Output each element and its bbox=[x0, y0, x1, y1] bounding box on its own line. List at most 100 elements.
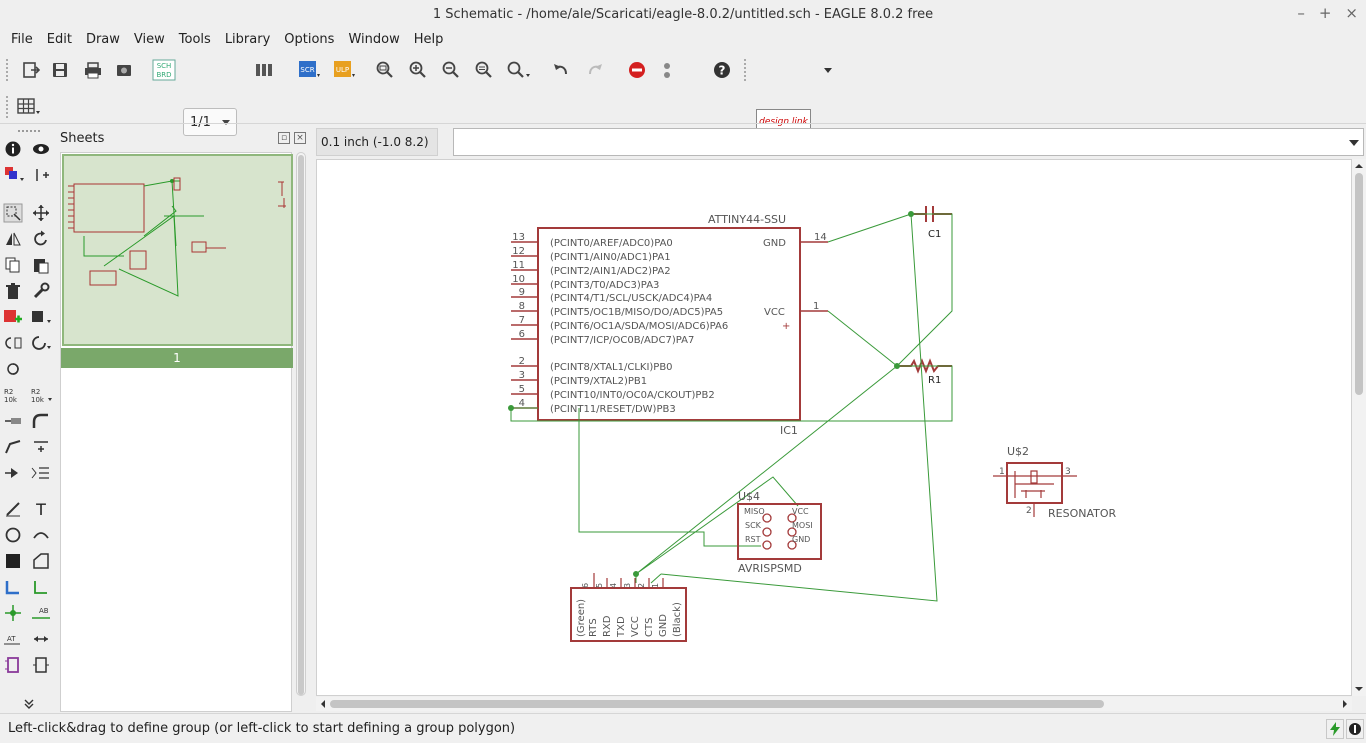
zoom-out-icon[interactable] bbox=[438, 57, 464, 83]
ftdi-pin-label: RXD bbox=[602, 615, 613, 637]
paste-icon[interactable] bbox=[30, 254, 52, 276]
menu-window[interactable]: Window bbox=[348, 31, 400, 47]
attribute-text-icon[interactable]: AT bbox=[2, 628, 24, 650]
arc-icon[interactable] bbox=[30, 524, 52, 546]
nets[interactable] bbox=[510, 213, 953, 602]
info-icon[interactable] bbox=[2, 138, 24, 160]
zoom-select-icon[interactable] bbox=[506, 57, 532, 83]
command-line[interactable] bbox=[453, 128, 1364, 156]
display-layers-icon[interactable] bbox=[4, 164, 26, 186]
menu-help[interactable]: Help bbox=[413, 31, 444, 47]
menu-file[interactable]: File bbox=[11, 31, 33, 47]
pinswap-icon[interactable] bbox=[2, 332, 24, 354]
u4-body[interactable] bbox=[737, 503, 822, 560]
stop-icon[interactable] bbox=[624, 57, 650, 83]
split-wire-icon[interactable] bbox=[2, 436, 24, 458]
go-icon[interactable] bbox=[654, 57, 680, 83]
close-button[interactable]: × bbox=[1345, 4, 1358, 22]
panel-scrollbar[interactable] bbox=[296, 152, 306, 696]
delete-icon[interactable] bbox=[2, 280, 24, 302]
dimension-icon[interactable] bbox=[30, 628, 52, 650]
chevron-down-icon bbox=[222, 120, 230, 125]
grid-icon[interactable] bbox=[16, 94, 42, 120]
bus-icon[interactable] bbox=[2, 576, 24, 598]
net-icon[interactable] bbox=[30, 576, 52, 598]
menu-draw[interactable]: Draw bbox=[85, 31, 120, 47]
horizontal-scrollbar[interactable] bbox=[316, 697, 1352, 711]
close-panel-icon[interactable]: × bbox=[294, 132, 306, 144]
sheet-select[interactable]: 1/1 bbox=[183, 108, 237, 136]
show-icon[interactable] bbox=[30, 138, 52, 160]
stop-command-icon[interactable] bbox=[1346, 719, 1364, 739]
mark-icon[interactable] bbox=[30, 164, 52, 186]
print-icon[interactable] bbox=[80, 57, 106, 83]
label-icon[interactable]: AB bbox=[30, 602, 52, 624]
script-icon[interactable]: SCR bbox=[297, 57, 323, 83]
menu-options[interactable]: Options bbox=[284, 31, 335, 47]
group-icon[interactable] bbox=[2, 202, 24, 224]
toolbar-grip[interactable] bbox=[18, 130, 40, 132]
menu-view[interactable]: View bbox=[133, 31, 165, 47]
lightning-icon[interactable] bbox=[1326, 719, 1344, 739]
toolbar-grip[interactable] bbox=[6, 96, 10, 118]
copy-icon[interactable] bbox=[2, 254, 24, 276]
chevron-down-icon[interactable] bbox=[1349, 140, 1359, 146]
rotate-icon[interactable] bbox=[30, 228, 52, 250]
menu-tools[interactable]: Tools bbox=[178, 31, 211, 47]
panel-scrollbar-thumb[interactable] bbox=[298, 155, 304, 695]
toolbar-grip[interactable] bbox=[6, 59, 10, 81]
chevron-down-icon[interactable] bbox=[18, 693, 40, 715]
zoom-redraw-icon[interactable] bbox=[471, 57, 497, 83]
polygon-icon[interactable] bbox=[30, 550, 52, 572]
sheet-thumbnail[interactable] bbox=[62, 154, 293, 346]
menu-edit[interactable]: Edit bbox=[46, 31, 72, 47]
vertical-scrollbar[interactable] bbox=[1352, 159, 1366, 696]
frame-icon[interactable] bbox=[2, 654, 24, 676]
ftdi-body[interactable] bbox=[570, 587, 687, 642]
smash-icon[interactable] bbox=[2, 410, 24, 432]
chevron-down-icon[interactable] bbox=[815, 57, 841, 83]
redo-icon[interactable] bbox=[582, 57, 608, 83]
gateswap-icon[interactable] bbox=[30, 332, 52, 354]
module-icon[interactable] bbox=[30, 654, 52, 676]
invoke-icon[interactable] bbox=[2, 462, 24, 484]
open-icon[interactable] bbox=[18, 57, 44, 83]
help-icon[interactable]: ? bbox=[709, 57, 735, 83]
line-icon[interactable] bbox=[2, 498, 24, 520]
minimize-button[interactable]: – bbox=[1297, 4, 1305, 22]
replace-icon[interactable] bbox=[30, 306, 52, 328]
rect-icon[interactable] bbox=[2, 550, 24, 572]
ic1-body[interactable] bbox=[537, 227, 801, 421]
menu-library[interactable]: Library bbox=[224, 31, 271, 47]
float-panel-icon[interactable]: ▫ bbox=[278, 132, 290, 144]
save-icon[interactable] bbox=[47, 57, 73, 83]
junction-icon[interactable] bbox=[2, 602, 24, 624]
svg-text:T: T bbox=[35, 500, 46, 518]
mirror-icon[interactable] bbox=[2, 228, 24, 250]
zoom-in-icon[interactable] bbox=[405, 57, 431, 83]
scr-label: SCR bbox=[300, 66, 314, 74]
ulp-icon[interactable]: ULP bbox=[332, 57, 358, 83]
sch-brd-switch-icon[interactable]: SCH BRD bbox=[151, 57, 177, 83]
add-icon[interactable] bbox=[2, 306, 24, 328]
vertical-scrollbar-thumb[interactable] bbox=[1355, 173, 1363, 395]
optimize-icon[interactable] bbox=[30, 436, 52, 458]
horizontal-scrollbar-thumb[interactable] bbox=[330, 700, 1104, 708]
schematic-canvas[interactable]: ATTINY44-SSU IC1 13(PCINT0/AREF/ADC0)PA0… bbox=[316, 159, 1352, 696]
circle-icon[interactable] bbox=[2, 524, 24, 546]
library-icon[interactable] bbox=[252, 57, 278, 83]
zoom-fit-icon[interactable] bbox=[372, 57, 398, 83]
move-icon[interactable] bbox=[30, 202, 52, 224]
change-icon[interactable] bbox=[30, 280, 52, 302]
miter-icon[interactable] bbox=[30, 410, 52, 432]
command-input[interactable] bbox=[458, 132, 1338, 152]
maximize-button[interactable]: + bbox=[1318, 4, 1332, 22]
undo-icon[interactable] bbox=[548, 57, 574, 83]
toolbar-grip[interactable] bbox=[744, 59, 748, 81]
attribute-icon[interactable] bbox=[30, 462, 52, 484]
text-icon[interactable]: T bbox=[30, 498, 52, 520]
cam-icon[interactable] bbox=[111, 57, 137, 83]
split-icon[interactable] bbox=[2, 358, 24, 380]
